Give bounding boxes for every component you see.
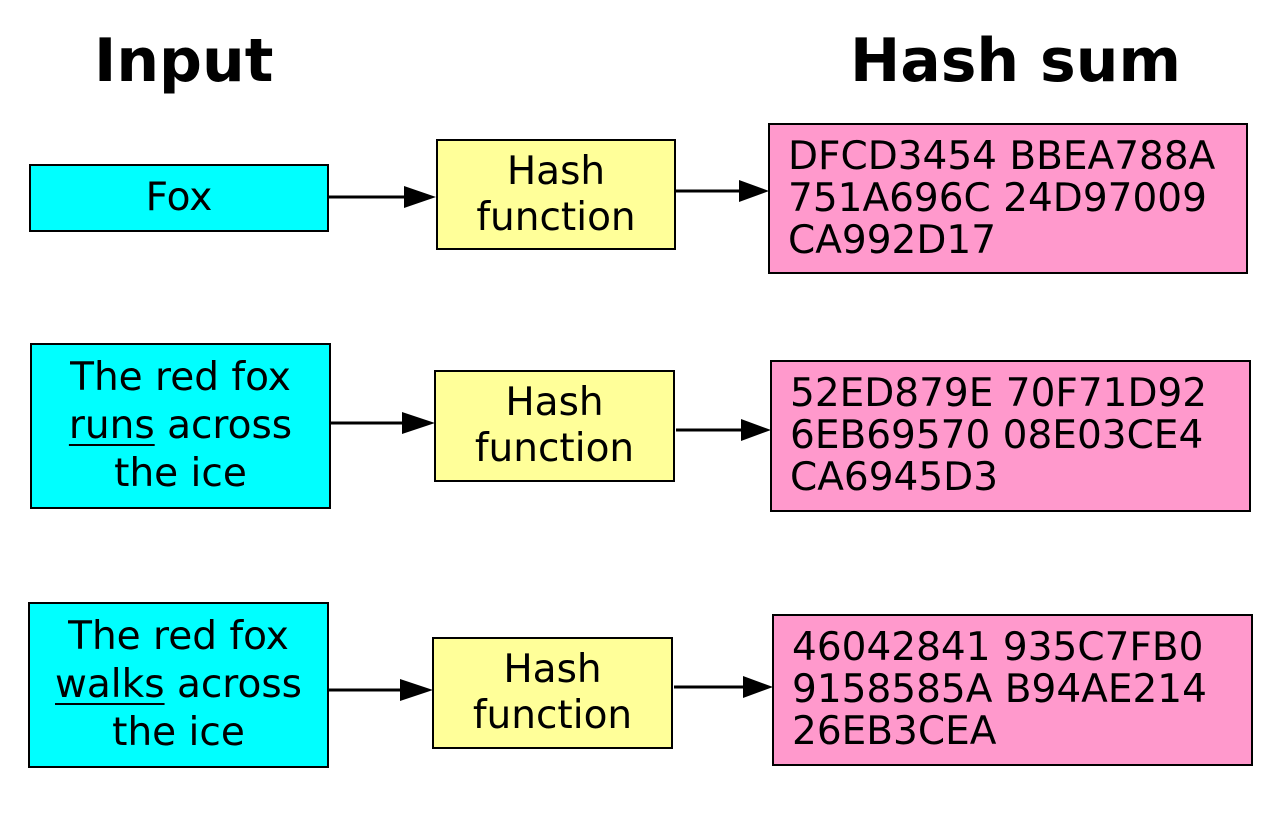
hash-sum-line: 9158585A B94AE214	[792, 667, 1207, 712]
hash-sum-heading: Hash sum	[850, 26, 1181, 96]
input-text: Fox	[145, 175, 213, 220]
hash-sum-line: 26EB3CEA	[792, 709, 997, 754]
hash-sum-line: 52ED879E 70F71D92	[790, 371, 1208, 416]
hash-sum-line: DFCD3454 BBEA788A	[788, 133, 1216, 179]
arrow-function-to-output-2	[676, 419, 771, 441]
hash-sum-line: 751A696C 24D97009	[788, 175, 1207, 221]
input-text: walks across	[55, 661, 302, 709]
hash-sum-line: CA992D17	[788, 217, 997, 263]
input-text: runs across	[69, 402, 292, 450]
hash-sum-box-2: 52ED879E 70F71D92 6EB69570 08E03CE4 CA69…	[770, 360, 1251, 512]
hash-sum-line: CA6945D3	[790, 455, 999, 500]
input-text: The red fox	[70, 355, 291, 400]
arrow-function-to-output-1	[676, 180, 769, 202]
hash-sum-line: 46042841 935C7FB0	[792, 625, 1204, 670]
input-box-fox: Fox	[29, 164, 329, 232]
input-text: across	[154, 403, 293, 448]
hash-sum-line: 6EB69570 08E03CE4	[790, 413, 1204, 458]
input-heading: Input	[94, 26, 274, 96]
arrow-input-to-function-3	[329, 679, 433, 701]
hash-function-label-line: Hash	[503, 647, 602, 692]
arrow-input-to-function-2	[331, 412, 435, 434]
hash-function-label-line: function	[472, 693, 633, 738]
input-text: across	[164, 662, 302, 707]
changed-word: walks	[55, 662, 165, 707]
input-box-walks: The red fox walks across the ice	[28, 602, 329, 768]
input-box-runs: The red fox runs across the ice	[30, 343, 331, 509]
hash-function-box-2: Hash function	[434, 370, 675, 482]
hash-function-label-line: function	[476, 194, 636, 240]
input-text: The red fox	[68, 614, 289, 659]
hash-function-label-line: Hash	[505, 380, 604, 425]
arrow-function-to-output-3	[674, 676, 773, 698]
changed-word: runs	[68, 403, 155, 448]
hash-sum-box-3: 46042841 935C7FB0 9158585A B94AE214 26EB…	[772, 614, 1253, 766]
hash-function-label-line: function	[474, 426, 635, 471]
hash-function-label-line: Hash	[506, 148, 606, 194]
input-text: the ice	[112, 710, 245, 755]
arrow-input-to-function-1	[329, 186, 436, 208]
hash-sum-box-1: DFCD3454 BBEA788A 751A696C 24D97009 CA99…	[768, 123, 1248, 274]
input-text: the ice	[114, 451, 247, 496]
hash-function-box-3: Hash function	[432, 637, 673, 749]
hash-function-box-1: Hash function	[436, 139, 676, 250]
